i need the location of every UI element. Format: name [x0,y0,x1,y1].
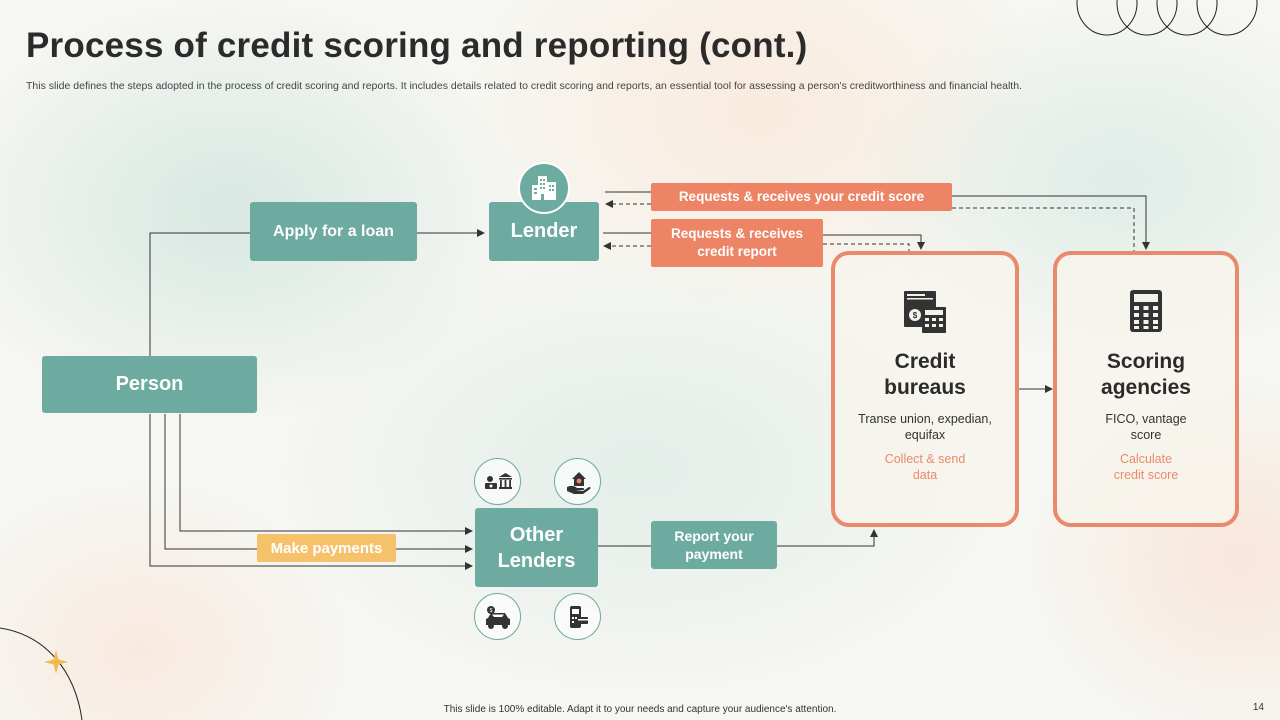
svg-text:$: $ [489,608,492,614]
decorative-loops [1076,0,1258,36]
credit-bureaus-heading: Credit bureaus [884,350,966,399]
requests-report-label: Requests & receives credit report [670,226,804,259]
make-payments-box: Make payments [257,534,396,562]
calculator-bills-icon: $ [904,291,946,333]
page-title: Process of credit scoring and reporting … [26,26,808,65]
requests-score-box: Requests & receives your credit score [651,183,952,211]
car-loan-icon: $ [474,593,521,640]
scoring-agencies-heading: Scoring agencies [1101,350,1191,399]
credit-bureaus-description: Transe union, expedian, equifax [858,412,992,442]
calculator-icon [1130,290,1162,332]
money-bank-icon [474,458,521,505]
lender-label: Lender [510,220,578,242]
card-payment-icon [554,593,601,640]
other-lenders-box: Other Lenders [475,508,598,587]
person-label: Person [115,373,184,395]
apply-loan-label: Apply for a loan [273,222,394,240]
requests-report-box: Requests & receives credit report [651,219,823,267]
apply-loan-box: Apply for a loan [250,202,417,261]
house-in-hand-icon [554,458,601,505]
other-lenders-label: Other Lenders [497,523,576,572]
footer-note: This slide is 100% editable. Adapt it to… [443,704,837,715]
scoring-agencies-card: Scoring agencies FICO, vantage score Cal… [1053,251,1239,527]
scoring-agencies-description: FICO, vantage score [1105,412,1187,442]
credit-bureaus-card: $ Credit bureaus Transe union, expedian,… [831,251,1019,527]
make-payments-label: Make payments [270,539,383,557]
person-box: Person [42,356,257,413]
report-payment-box: Report your payment [651,521,777,569]
svg-text:$: $ [913,311,918,320]
decorative-arc [0,627,83,720]
requests-score-label: Requests & receives your credit score [678,189,925,204]
report-payment-label: Report your payment [674,528,754,562]
page-number: 14 [1252,702,1264,713]
scoring-agencies-action: Calculate credit score [1113,452,1179,482]
buildings-icon [518,162,570,214]
page-subtitle: This slide defines the steps adopted in … [26,80,1022,92]
credit-bureaus-action: Collect & send data [884,452,966,482]
